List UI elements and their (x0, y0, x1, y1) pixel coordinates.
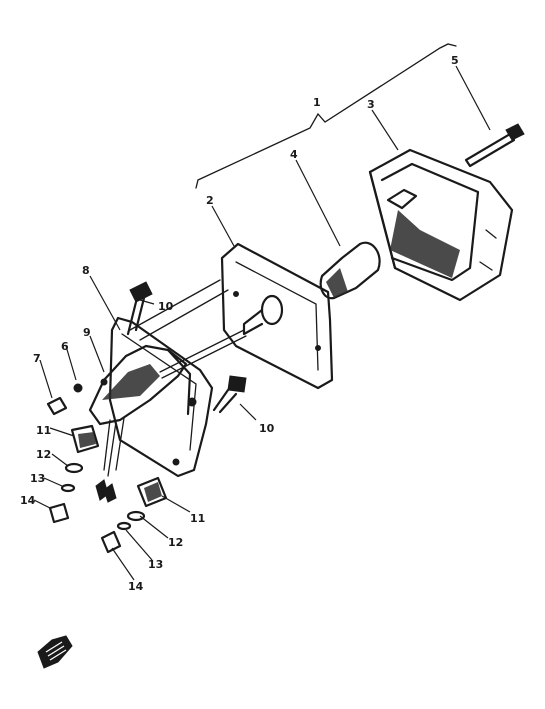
leader-lines (33, 65, 491, 581)
bolt-lower (212, 375, 247, 414)
grommet-left (70, 424, 100, 454)
base-holder (88, 344, 192, 426)
assembly-bracket (195, 43, 457, 189)
lock-washer-right (116, 521, 132, 531)
washer-right (126, 510, 146, 522)
callout-11-left: 11 (36, 424, 51, 437)
callout-3: 3 (367, 98, 375, 111)
grommet-right (136, 476, 168, 508)
gasket (220, 242, 334, 390)
callout-12-left: 12 (36, 448, 51, 461)
callout-7: 7 (33, 352, 41, 365)
callout-14-right: 14 (128, 580, 144, 593)
callout-5: 5 (451, 54, 459, 67)
long-screw (464, 123, 525, 168)
lock-washer-left (60, 483, 76, 493)
callout-4: 4 (290, 148, 298, 161)
callout-11-right: 11 (190, 512, 205, 525)
callout-6: 6 (61, 340, 69, 353)
callout-2: 2 (206, 194, 214, 207)
bolt-upper (126, 281, 153, 336)
washer-left (64, 462, 84, 474)
callout-10-lower: 10 (259, 422, 275, 435)
callout-13-left: 13 (30, 472, 45, 485)
callout-14-left: 14 (20, 494, 36, 507)
callout-8: 8 (82, 264, 90, 277)
callout-10-upper: 10 (158, 300, 174, 313)
nut-right (100, 530, 122, 554)
bulb (319, 241, 381, 300)
lens-housing (368, 148, 514, 302)
callout-9: 9 (83, 326, 91, 339)
page-corner-icon (37, 635, 73, 669)
small-nuts (73, 378, 108, 393)
callout-1: 1 (313, 96, 321, 109)
callout-13-right: 13 (148, 558, 163, 571)
bracket-plate (108, 316, 214, 478)
callout-12-right: 12 (168, 536, 183, 549)
knob (46, 396, 68, 416)
nut-left (48, 502, 70, 524)
